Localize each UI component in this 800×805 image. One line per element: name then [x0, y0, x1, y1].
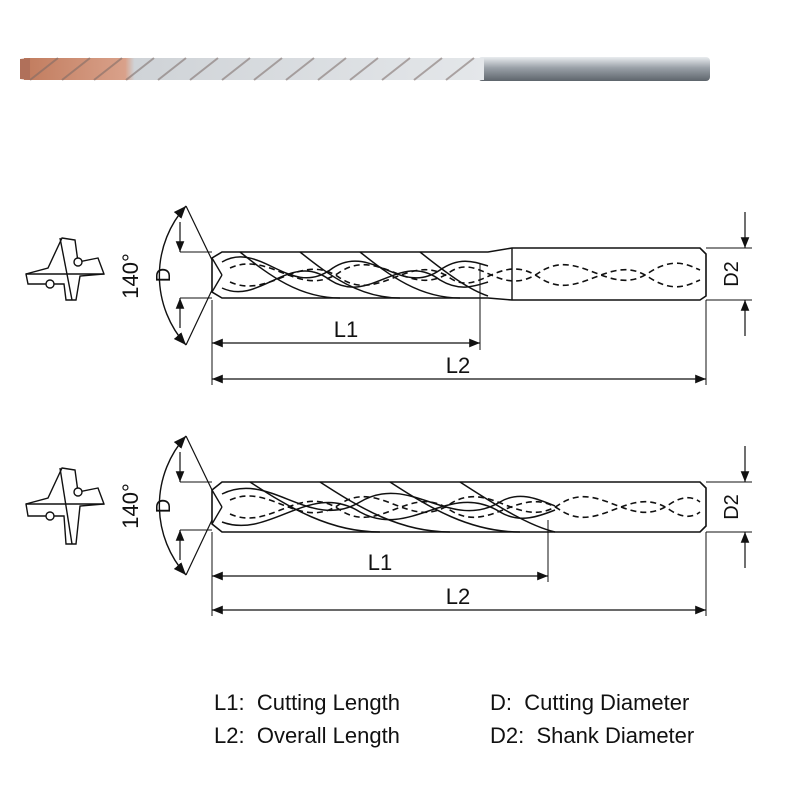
d2-label: D2: [721, 261, 743, 287]
l1-label: L1: [334, 317, 358, 342]
legend-text: Cutting Diameter: [524, 690, 690, 715]
coolant-lines: [229, 495, 701, 519]
l2-label: L2: [446, 353, 470, 378]
drill-body: [211, 481, 707, 533]
l1-label: L1: [368, 550, 392, 575]
end-view-symbol: [25, 467, 105, 545]
drawing-1: 140° D D2: [25, 205, 752, 385]
legend-text: Cutting Length: [256, 690, 400, 715]
legend-key: D2:: [490, 723, 525, 748]
coolant-lines: [229, 262, 701, 288]
d-label: D: [153, 268, 175, 282]
photo-flute-lines: [29, 57, 475, 81]
legend-text: Overall Length: [256, 723, 400, 748]
d2-label: D2: [721, 494, 743, 520]
legend-item-d2: D2: Shank Diameter: [490, 723, 694, 749]
legend-item-d: D: Cutting Diameter: [490, 690, 689, 716]
d-label: D: [153, 499, 175, 513]
legend-key: D:: [490, 690, 512, 715]
angle-label: 140°: [118, 483, 143, 529]
angle-arc: [158, 205, 187, 346]
angle-label: 140°: [118, 253, 143, 299]
legend-key: L1:: [214, 690, 245, 715]
l2-label: L2: [446, 584, 470, 609]
drawing-2: 140° D D2 L1: [25, 435, 752, 616]
flute-lines: [221, 481, 556, 533]
photo-shank: [478, 57, 710, 81]
end-view-symbol: [25, 237, 105, 301]
drill-photo: [20, 57, 710, 81]
photo-tip: [20, 58, 30, 80]
legend-item-l1: L1: Cutting Length: [214, 690, 400, 716]
legend-text: Shank Diameter: [536, 723, 695, 748]
legend-key: L2:: [214, 723, 245, 748]
drill-body: [211, 247, 707, 301]
photo-flutes: [24, 58, 484, 80]
angle-arc: [158, 435, 187, 576]
legend-item-l2: L2: Overall Length: [214, 723, 400, 749]
